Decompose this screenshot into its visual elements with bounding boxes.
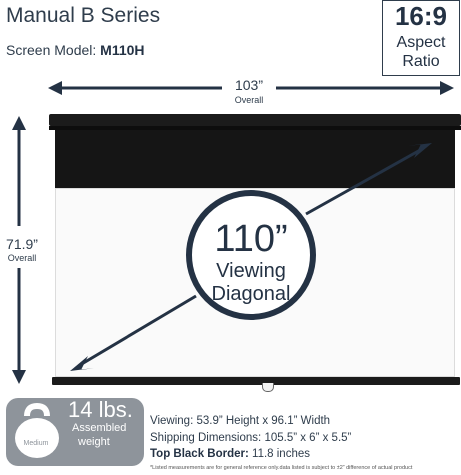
screen-bottom-bar [52, 377, 460, 385]
screen-housing [49, 114, 461, 126]
viewing-diagonal-label-2: Diagonal [211, 283, 291, 305]
series-title: Manual B Series [6, 4, 161, 27]
viewing-diagonal-label-1: Viewing [216, 260, 286, 282]
weight-value: 14 lbs. [68, 397, 133, 422]
spec-shipping-value: 105.5” x 6” x 5.5” [264, 432, 352, 444]
screen-housing-shadow [49, 126, 461, 130]
kettlebell-icon [15, 402, 59, 458]
overall-height-label: Overall [7, 253, 37, 263]
overall-width-label: Overall [234, 95, 264, 105]
aspect-ratio-label-1: Aspect [396, 34, 446, 51]
overall-width-value: 103” [234, 77, 264, 93]
spec-shipping-dimensions: Shipping Dimensions: 105.5” x 6” x 5.5” [150, 432, 351, 444]
overall-height-value: 71.9” [6, 236, 38, 252]
width-arrow-icon [48, 81, 454, 95]
spec-viewing: Viewing: 53.9” Height x 96.1” Width [150, 415, 330, 427]
spec-top-black-border: Top Black Border: 11.8 inches [150, 448, 310, 460]
spec-border-label: Top Black Border: [150, 448, 249, 460]
screen-model: Screen Model: M110H [6, 42, 145, 58]
measurement-footnote: *Listed measurements are for general ref… [150, 465, 413, 471]
spec-border-value: 11.8 inches [252, 448, 310, 460]
aspect-ratio-label-2: Ratio [402, 53, 440, 70]
weight-label-2: weight [78, 436, 110, 448]
viewing-diagonal-value: 110” [214, 218, 288, 260]
aspect-ratio-badge: 16:9 Aspect Ratio [382, 0, 460, 76]
screen-top-black-border [55, 130, 455, 188]
spec-viewing-label: Viewing: [150, 415, 194, 427]
spec-shipping-label: Shipping Dimensions: [150, 432, 262, 444]
screen-model-value: M110H [100, 42, 145, 58]
pull-handle-icon [262, 383, 274, 392]
viewing-diagonal-badge [186, 190, 316, 320]
weight-label-1: Assembled [72, 422, 127, 434]
screen-model-label: Screen Model: [6, 42, 97, 58]
kettlebell-label: Medium [23, 440, 49, 447]
height-arrow-icon [12, 116, 26, 384]
aspect-ratio-value: 16:9 [394, 1, 448, 31]
spec-viewing-value: 53.9” Height x 96.1” Width [196, 415, 331, 427]
